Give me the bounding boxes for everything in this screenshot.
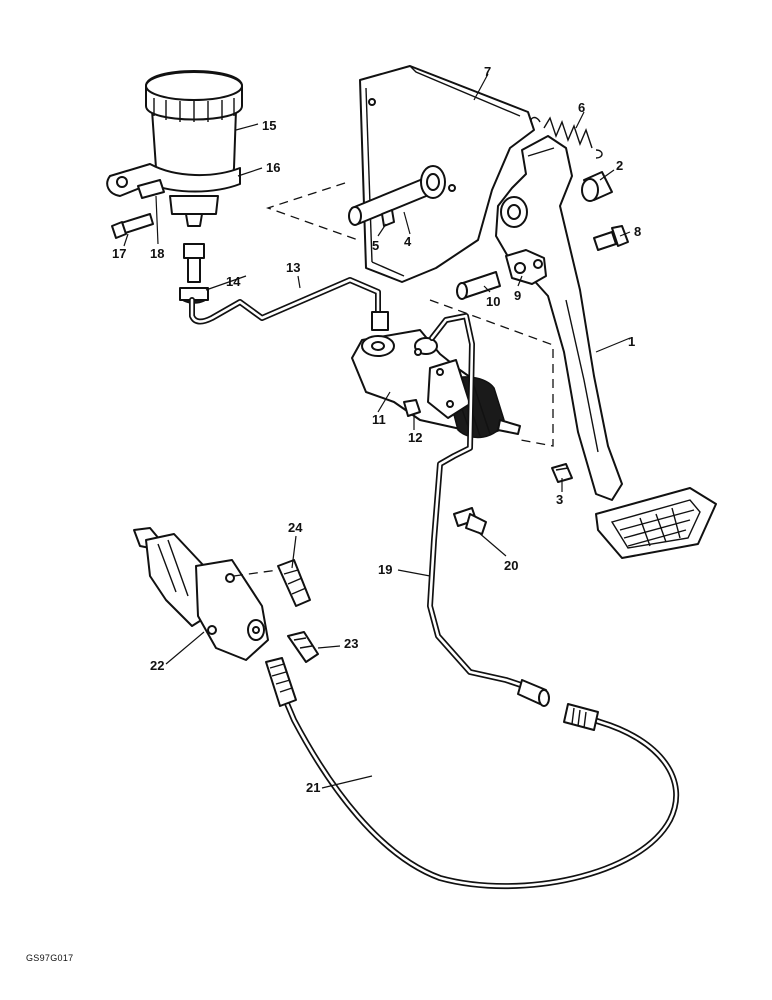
bolt-24 [233, 559, 311, 607]
figure-reference-code: GS97G017 [26, 953, 74, 963]
return-spring-6 [530, 116, 603, 159]
callout-5: 5 [372, 238, 379, 253]
callout-11: 11 [372, 412, 386, 427]
callout-21: 21 [306, 780, 320, 795]
clevis-pin-10 [456, 271, 501, 300]
slave-cylinder-22 [133, 527, 269, 661]
feed-pipe-13 [189, 277, 389, 331]
callout-3: 3 [556, 492, 563, 507]
callout-15: 15 [262, 118, 276, 133]
callout-20: 20 [504, 558, 518, 573]
callout-9: 9 [514, 288, 521, 303]
callout-10: 10 [486, 294, 500, 309]
callout-6: 6 [578, 100, 585, 115]
reservoir-clamp-16 [106, 163, 241, 227]
callout-19: 19 [378, 562, 392, 577]
bolt-17 [111, 213, 154, 239]
callout-1: 1 [628, 334, 635, 349]
pivot-shaft-4 [348, 165, 446, 226]
union-20 [453, 507, 487, 535]
callout-12: 12 [408, 430, 422, 445]
callout-7: 7 [484, 64, 491, 79]
callout-8: 8 [634, 224, 641, 239]
stop-bolt-3 [551, 463, 573, 483]
callout-13: 13 [286, 260, 300, 275]
flexible-hose-21 [265, 657, 680, 890]
callout-17: 17 [112, 246, 126, 261]
pressure-pipe-19 [427, 313, 550, 707]
bolt-8 [593, 225, 629, 251]
assembly-dashed-outline [265, 182, 554, 447]
pin-5 [381, 209, 395, 227]
callout-14: 14 [226, 274, 241, 289]
callout-labels: 1 2 3 4 5 6 7 8 9 10 11 12 13 14 15 16 1… [112, 64, 641, 795]
fluid-reservoir-15 [145, 70, 243, 186]
leader-lines [123, 73, 631, 789]
bush-2 [581, 171, 613, 202]
hose-connector-14 [179, 243, 209, 304]
callout-18: 18 [150, 246, 164, 261]
callout-23: 23 [344, 636, 358, 651]
bolt-12 [403, 399, 421, 417]
clutch-pedal-1 [495, 135, 717, 559]
master-cylinder-11 [351, 329, 521, 439]
callout-22: 22 [150, 658, 164, 673]
pedal-box-7 [359, 65, 535, 283]
bleed-screw-23 [287, 631, 319, 663]
callout-24: 24 [288, 520, 303, 535]
clevis-bracket-9 [505, 249, 547, 285]
callout-2: 2 [616, 158, 623, 173]
callout-16: 16 [266, 160, 280, 175]
callout-4: 4 [404, 234, 412, 249]
screw-18 [137, 179, 165, 199]
